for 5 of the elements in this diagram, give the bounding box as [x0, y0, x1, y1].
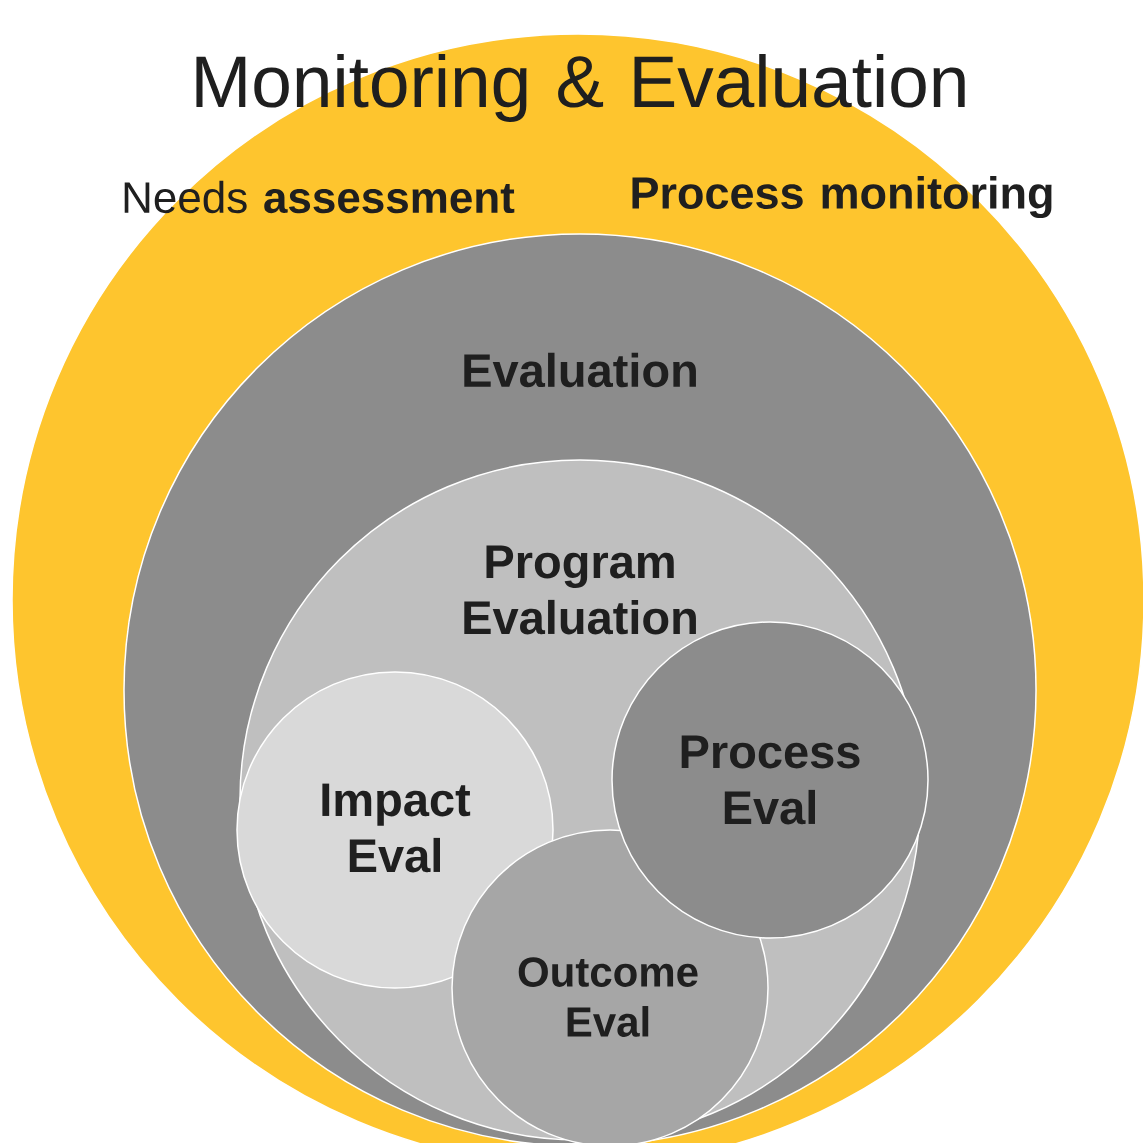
circle-label: Outcome Eval — [518, 957, 698, 1037]
circle-label: Program Evaluation — [464, 545, 696, 635]
circle-label: Evaluation — [464, 352, 696, 388]
circle-label: Impact Eval — [322, 783, 471, 873]
circle-label: Process Eval — [681, 735, 860, 825]
